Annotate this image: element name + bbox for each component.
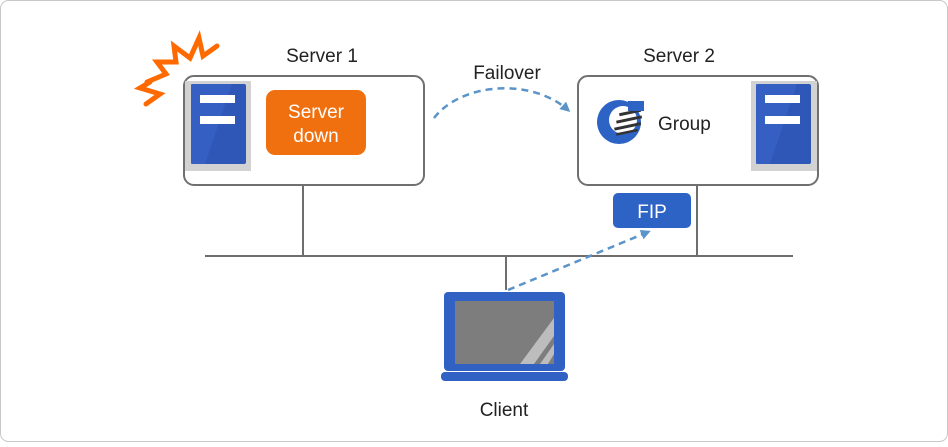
failover-arrow: Failover bbox=[433, 63, 571, 119]
server1-label: Server 1 bbox=[286, 46, 358, 67]
server2-label: Server 2 bbox=[643, 46, 715, 67]
client-to-fip-arrow bbox=[507, 230, 651, 292]
server2-server-icon bbox=[751, 81, 817, 171]
group-label: Group bbox=[658, 114, 711, 135]
alert-burst-icon bbox=[133, 30, 220, 107]
fip-badge: FIP bbox=[613, 193, 691, 228]
group-logo-icon bbox=[597, 100, 644, 144]
client-laptop-icon bbox=[441, 292, 568, 381]
server-down-line2: down bbox=[293, 126, 338, 147]
network bbox=[205, 185, 793, 290]
client-label: Client bbox=[480, 400, 529, 421]
server2-node: Server 2 Group bbox=[577, 46, 819, 186]
server-down-badge: Server down bbox=[266, 90, 366, 155]
failover-label: Failover bbox=[473, 63, 541, 84]
fip-label: FIP bbox=[637, 202, 667, 223]
server1-server-icon bbox=[185, 81, 251, 171]
server1-node: Server 1 Server down bbox=[183, 46, 425, 186]
server-down-line1: Server bbox=[288, 102, 345, 123]
